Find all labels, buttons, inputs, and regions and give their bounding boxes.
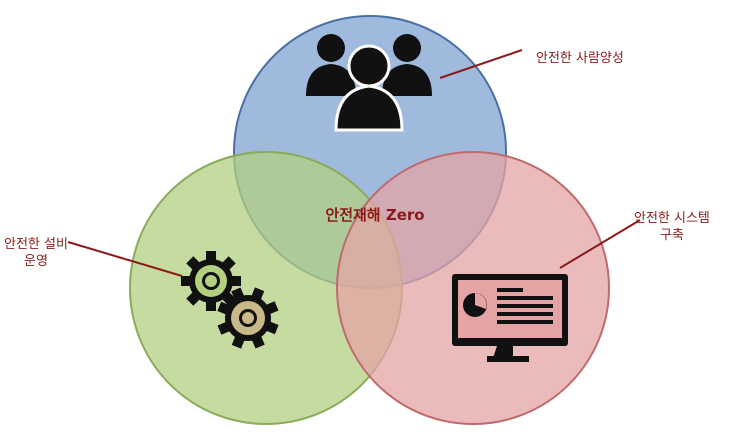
label-equipment: 안전한 설비 운영 [4, 236, 68, 270]
label-people-line-1: 안전한 사람양성 [536, 51, 624, 66]
leader-line-system [559, 219, 641, 269]
leader-line-people [439, 49, 523, 79]
people-group-icon [306, 34, 432, 132]
label-people: 안전한 사람양성 [536, 50, 624, 67]
leader-line-equipment [67, 241, 183, 277]
label-equipment-line-2: 운영 [24, 254, 48, 269]
label-system-line-2: 구축 [659, 228, 684, 243]
center-label: 안전재해 Zero [325, 206, 425, 224]
monitor-chart-icon [452, 274, 568, 362]
label-equipment-line-1: 안전한 설비 [4, 237, 68, 252]
gears-icon [181, 251, 279, 349]
label-system-line-1: 안전한 시스템 [634, 211, 710, 226]
label-system: 안전한 시스템 구축 [634, 210, 710, 244]
